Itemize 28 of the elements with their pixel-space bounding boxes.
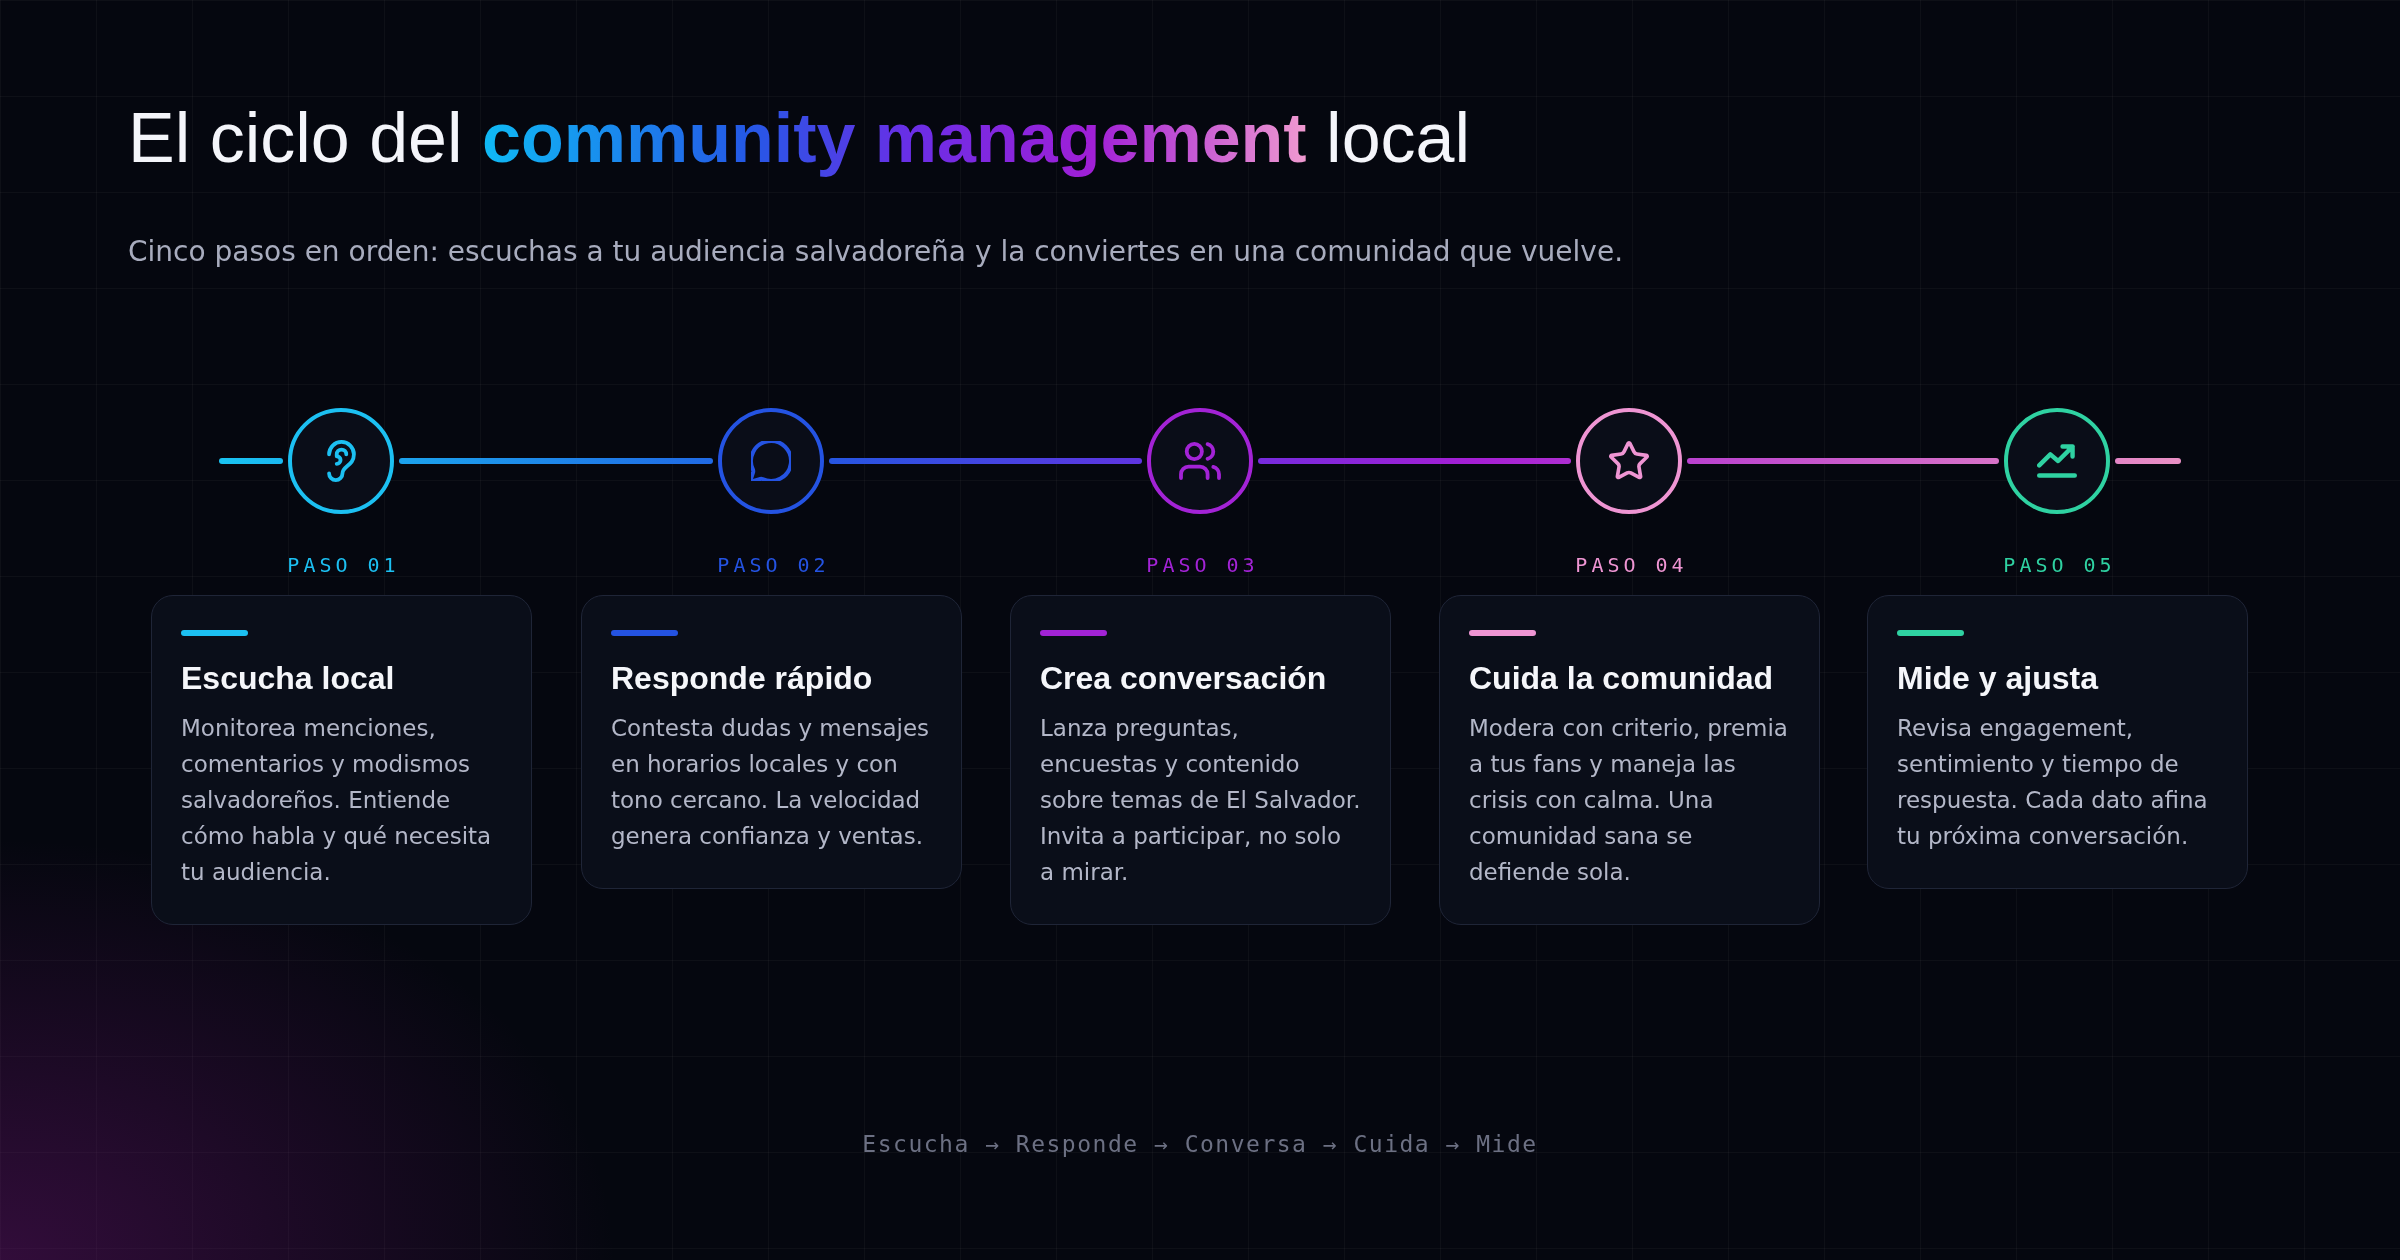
connector-line [2115, 458, 2181, 464]
footer-text: Escucha → Responde → Conversa → Cuida → Mide [862, 1130, 1538, 1159]
step-card [1867, 595, 2248, 889]
connector-line [399, 458, 713, 464]
connector-line [219, 458, 283, 464]
card-text: Lanza preguntas, encuestas y contenido sobre temas de El Salvador. Invita a participar, no solo a mirar. [1040, 714, 1361, 887]
card-text: Revisa engagement, sentimiento y tiempo de respuesta. Cada dato afina tu próxima conversación. [1897, 714, 2209, 851]
step-label: PASO 01 [286, 552, 400, 578]
step-card [1010, 595, 1391, 925]
card-text: Contesta dudas y mensajes en horarios locales y con tono cercano. La velocidad genera confianza y ventas. [611, 714, 931, 851]
card-title: Mide y ajusta [1897, 659, 2100, 698]
step-label: PASO 04 [1574, 552, 1688, 578]
card-title: Cuida la comunidad [1469, 659, 1775, 698]
step-label: PASO 03 [1145, 552, 1259, 578]
connector-line [1258, 458, 1571, 464]
step-card [151, 595, 532, 925]
step-label: PASO 02 [716, 552, 830, 578]
connector-line [829, 458, 1142, 464]
card-title: Escucha local [181, 659, 396, 698]
step-card [1439, 595, 1820, 925]
card-text: Modera con criterio, premia a tus fans y maneja las crisis con calma. Una comunidad sana se defiende sola. [1469, 714, 1789, 887]
card-text: Monitorea menciones, comentarios y modismos salvadoreños. Entiende cómo habla y qué necesita tu audiencia. [181, 714, 493, 887]
connector-line [1687, 458, 1999, 464]
step-card [581, 595, 962, 889]
card-title: Responde rápido [611, 659, 874, 698]
step-label: PASO 05 [2002, 552, 2116, 578]
card-title: Crea conversación [1040, 659, 1328, 698]
subtitle: Cinco pasos en orden: escuchas a tu audiencia salvadoreña y la conviertes en una comunidad que vuelve. [128, 234, 1624, 270]
